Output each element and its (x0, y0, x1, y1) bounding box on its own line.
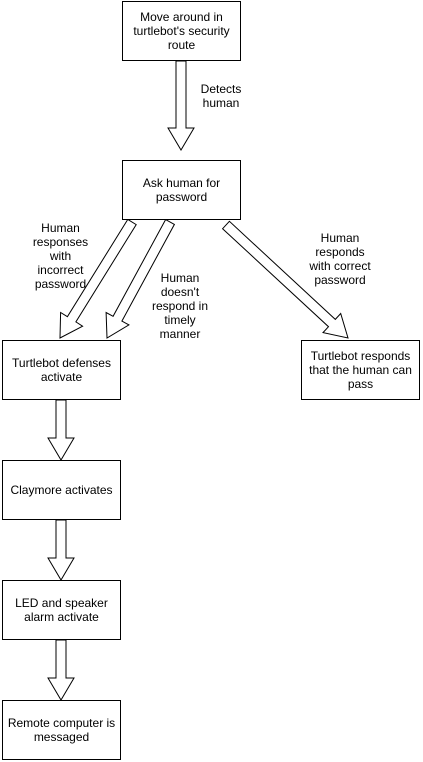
arrow-defenses-to-claymore (47, 399, 75, 461)
node-alarm: LED and speaker alarm activate (2, 580, 121, 640)
node-move-around-label: Move around in turtlebot's security rout… (133, 10, 230, 52)
arrow-layer (47, 60, 349, 701)
edge-label-no-response: Human doesn't respond in timely manner (151, 271, 209, 341)
node-ask-password: Ask human for password (122, 160, 241, 220)
edge-label-correct-password: Human responds with correct password (309, 231, 371, 287)
edge-label-detects-human: Detects human (200, 82, 242, 110)
node-ask-password-label: Ask human for password (142, 176, 221, 204)
arrow-alarm-to-remote (47, 639, 75, 701)
arrow-move-to-ask (167, 60, 195, 151)
node-defenses-activate-label: Turtlebot defenses activate (12, 356, 111, 384)
node-defenses-activate: Turtlebot defenses activate (2, 340, 121, 400)
node-remote-message: Remote computer is messaged (2, 700, 121, 760)
node-human-can-pass-label: Turtlebot responds that the human can pa… (309, 349, 412, 391)
arrow-ask-to-pass-correct (221, 220, 349, 339)
node-claymore-label: Claymore activates (10, 483, 113, 497)
edge-label-incorrect-password: Human responses with incorrect password (32, 221, 89, 291)
node-move-around: Move around in turtlebot's security rout… (122, 1, 241, 61)
node-claymore: Claymore activates (2, 460, 121, 520)
node-remote-message-label: Remote computer is messaged (7, 716, 116, 744)
arrow-ask-to-defenses-incorrect (59, 218, 137, 339)
arrow-claymore-to-alarm (47, 519, 75, 581)
node-alarm-label: LED and speaker alarm activate (15, 596, 108, 624)
node-human-can-pass: Turtlebot responds that the human can pa… (301, 340, 420, 400)
arrow-ask-to-defenses-timeout (105, 218, 176, 339)
